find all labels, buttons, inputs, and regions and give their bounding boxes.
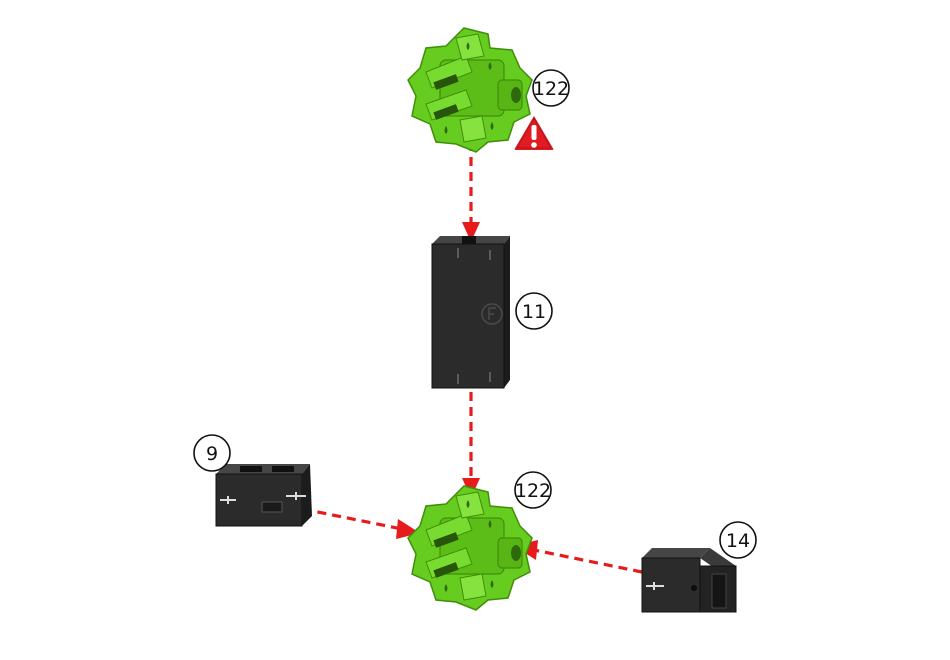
arrow-long-block-to-bottom-connector [462, 392, 480, 498]
arrow-top-to-long-block [462, 142, 480, 242]
callout-long-block-label: 11 [522, 301, 546, 323]
bottom-connector-part [408, 486, 532, 610]
callout-bottom-connector: 122 [515, 472, 551, 508]
callout-long-block: 11 [516, 293, 552, 329]
right-block-part [642, 548, 736, 612]
callout-left-block: 9 [194, 435, 230, 471]
callout-top-connector: 122 [533, 70, 569, 106]
arrow-right-block-to-bottom-connector [514, 540, 642, 572]
callout-bottom-connector-label: 122 [515, 480, 551, 502]
left-block-part [216, 464, 312, 526]
callout-right-block-label: 14 [726, 530, 750, 552]
long-block-part [432, 236, 510, 388]
top-connector-part [408, 28, 532, 152]
callout-top-connector-label: 122 [533, 78, 569, 100]
callout-right-block: 14 [720, 522, 756, 558]
callout-left-block-label: 9 [206, 443, 218, 465]
